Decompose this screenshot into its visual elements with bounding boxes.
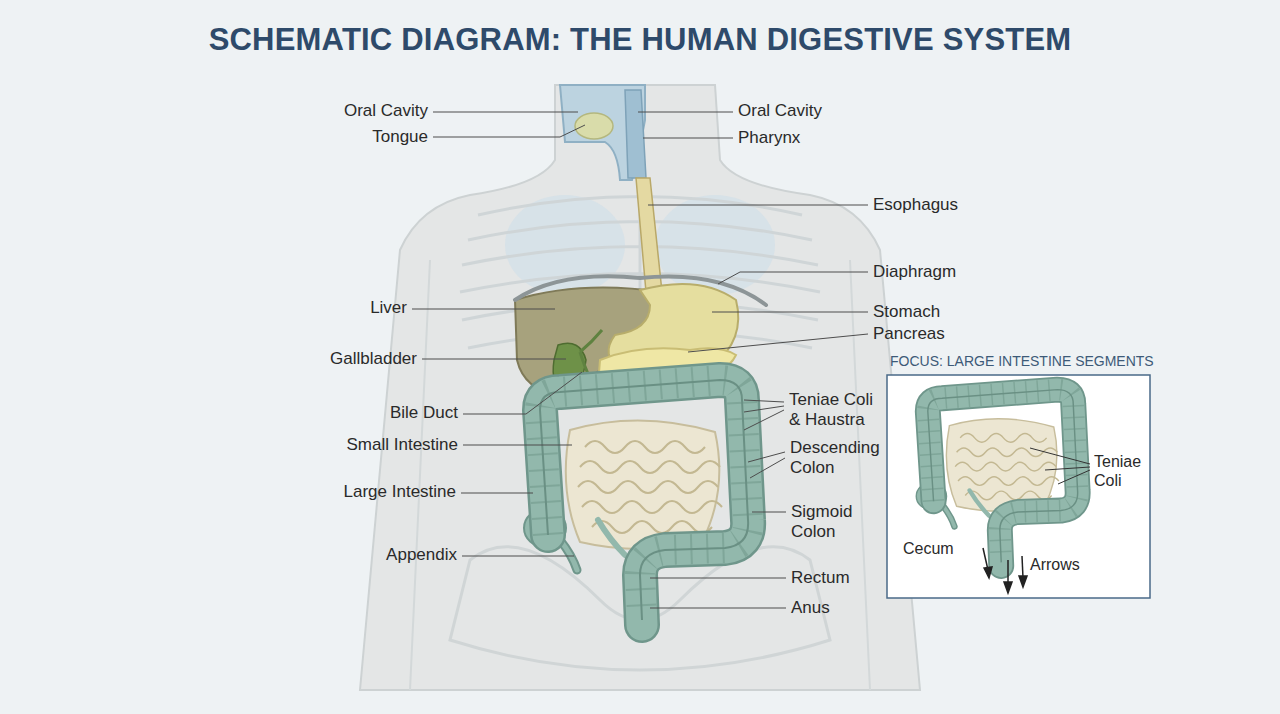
leader-line [412, 309, 555, 310]
leader-line [433, 125, 585, 137]
arrow-head [1019, 576, 1027, 587]
inset-digestive-tract [916, 390, 1077, 566]
part-label: Stomach [873, 302, 940, 322]
part-label: Pharynx [738, 128, 800, 148]
part-label: Liver [370, 298, 407, 318]
part-label: Diaphragm [873, 262, 956, 282]
part-label: Oral Cavity [344, 101, 428, 121]
leader-line [462, 556, 574, 557]
leader-line [648, 205, 868, 206]
leader-line [422, 359, 566, 360]
part-label: Teniae Coli & Haustra [789, 390, 889, 430]
diagram-title: SCHEMATIC DIAGRAM: THE HUMAN DIGESTIVE S… [0, 22, 1280, 58]
leader-line [1030, 448, 1090, 484]
arrow-shaft [1007, 560, 1009, 584]
flow-arrows [983, 548, 1027, 593]
arrow-shaft [983, 548, 988, 570]
leader-line [461, 493, 533, 494]
part-label: Tongue [372, 127, 428, 147]
leader-line [748, 452, 785, 478]
part-label: Appendix [386, 545, 457, 565]
leader-line [650, 608, 786, 609]
leader-line [650, 578, 786, 579]
leader-line [463, 445, 572, 446]
inset-panel: FOCUS: LARGE INTESTINE SEGMENTSTeniae Co… [887, 375, 1150, 598]
part-label: Bile Duct [390, 403, 458, 423]
leader-line [712, 312, 868, 313]
leader-line [752, 512, 786, 513]
arrow-shaft [1022, 556, 1023, 578]
part-label: Oral Cavity [738, 101, 822, 121]
inset-label: Arrows [1030, 555, 1080, 574]
inset-leader-lines [1030, 448, 1090, 484]
part-label: Rectum [791, 568, 850, 588]
inset-frame [887, 375, 1150, 598]
pharynx [625, 90, 646, 178]
bile-duct [580, 330, 602, 378]
leader-line [463, 372, 582, 414]
part-label: Pancreas [873, 324, 945, 344]
leader-line [433, 112, 578, 113]
arrow-head [984, 567, 992, 578]
body-silhouette [360, 85, 920, 690]
part-label: Sigmoid Colon [791, 502, 871, 542]
inset-label: Teniae Coli [1094, 452, 1148, 490]
leader-line [643, 138, 733, 139]
part-label: Gallbladder [330, 349, 417, 369]
arrow-head [1004, 582, 1012, 593]
inset-heading: FOCUS: LARGE INTESTINE SEGMENTS [890, 353, 1154, 370]
leader-line [744, 400, 784, 430]
diaphragm [515, 276, 766, 305]
part-label: Descending Colon [790, 438, 890, 478]
part-label: Large Intestine [344, 482, 456, 502]
tongue [575, 113, 613, 139]
leader-line [718, 272, 868, 284]
part-label: Anus [791, 598, 830, 618]
leader-line [638, 112, 733, 113]
part-label: Esophagus [873, 195, 958, 215]
digestive-tract [524, 380, 748, 625]
oral-cavity [560, 85, 645, 180]
inset-label: Cecum [903, 539, 954, 558]
part-label: Small Intestine [347, 435, 459, 455]
leader-line [688, 334, 868, 352]
